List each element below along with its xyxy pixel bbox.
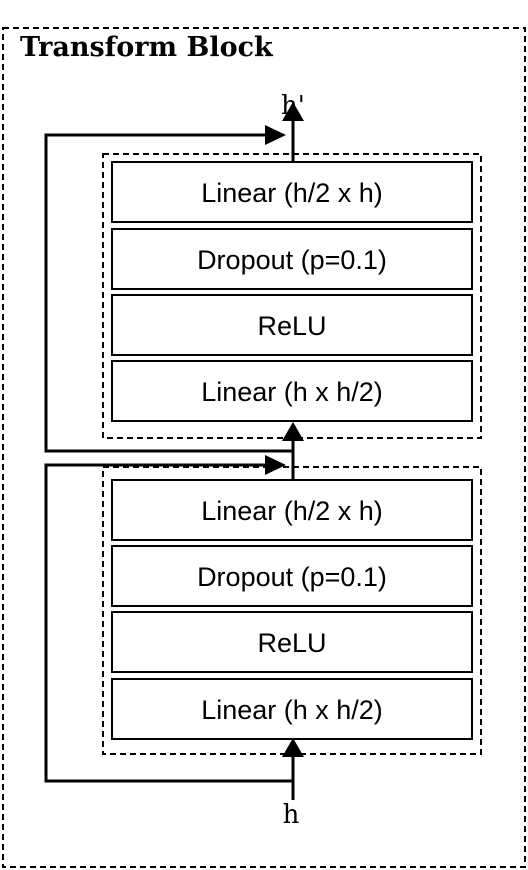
lower-layer-4-box <box>111 678 473 740</box>
input-label: h <box>283 800 300 830</box>
upper-skip-arrowhead <box>265 125 286 145</box>
lower-layer-1-box <box>111 479 473 541</box>
lower-skip-connection <box>44 463 293 783</box>
outer-dashed-border <box>2 27 526 868</box>
upper-layer-4-label: Linear (h x h/2) <box>201 377 383 407</box>
upper-skip-connection <box>44 133 293 453</box>
lower-layer-1-label: Linear (h/2 x h) <box>201 496 383 526</box>
diagram-title: Transform Block <box>20 32 274 63</box>
upper-layer-3-box <box>111 294 473 356</box>
lower-layer-2-label: Dropout (p=0.1) <box>197 562 387 592</box>
upper-layer-3-label: ReLU <box>257 311 326 341</box>
lower-layer-3-label: ReLU <box>257 628 326 658</box>
upper-layer-4-box <box>111 360 473 422</box>
upper-layer-2-box <box>111 228 473 290</box>
lower-block: Linear (h/2 x h) Dropout (p=0.1) ReLU Li… <box>111 479 473 740</box>
lower-skip-arrowhead <box>265 455 286 475</box>
middle-arrowhead-up <box>282 422 304 441</box>
upper-block: Linear (h/2 x h) Dropout (p=0.1) ReLU Li… <box>111 161 473 422</box>
lower-layer-2-box <box>111 545 473 607</box>
upper-layer-2-label: Dropout (p=0.1) <box>197 245 387 275</box>
upper-layer-1-box <box>111 161 473 223</box>
input-arrowhead <box>282 738 304 757</box>
upper-layer-1-label: Linear (h/2 x h) <box>201 178 383 208</box>
lower-layer-3-box <box>111 611 473 673</box>
lower-layer-4-label: Linear (h x h/2) <box>201 695 383 725</box>
output-arrowhead <box>282 102 304 121</box>
